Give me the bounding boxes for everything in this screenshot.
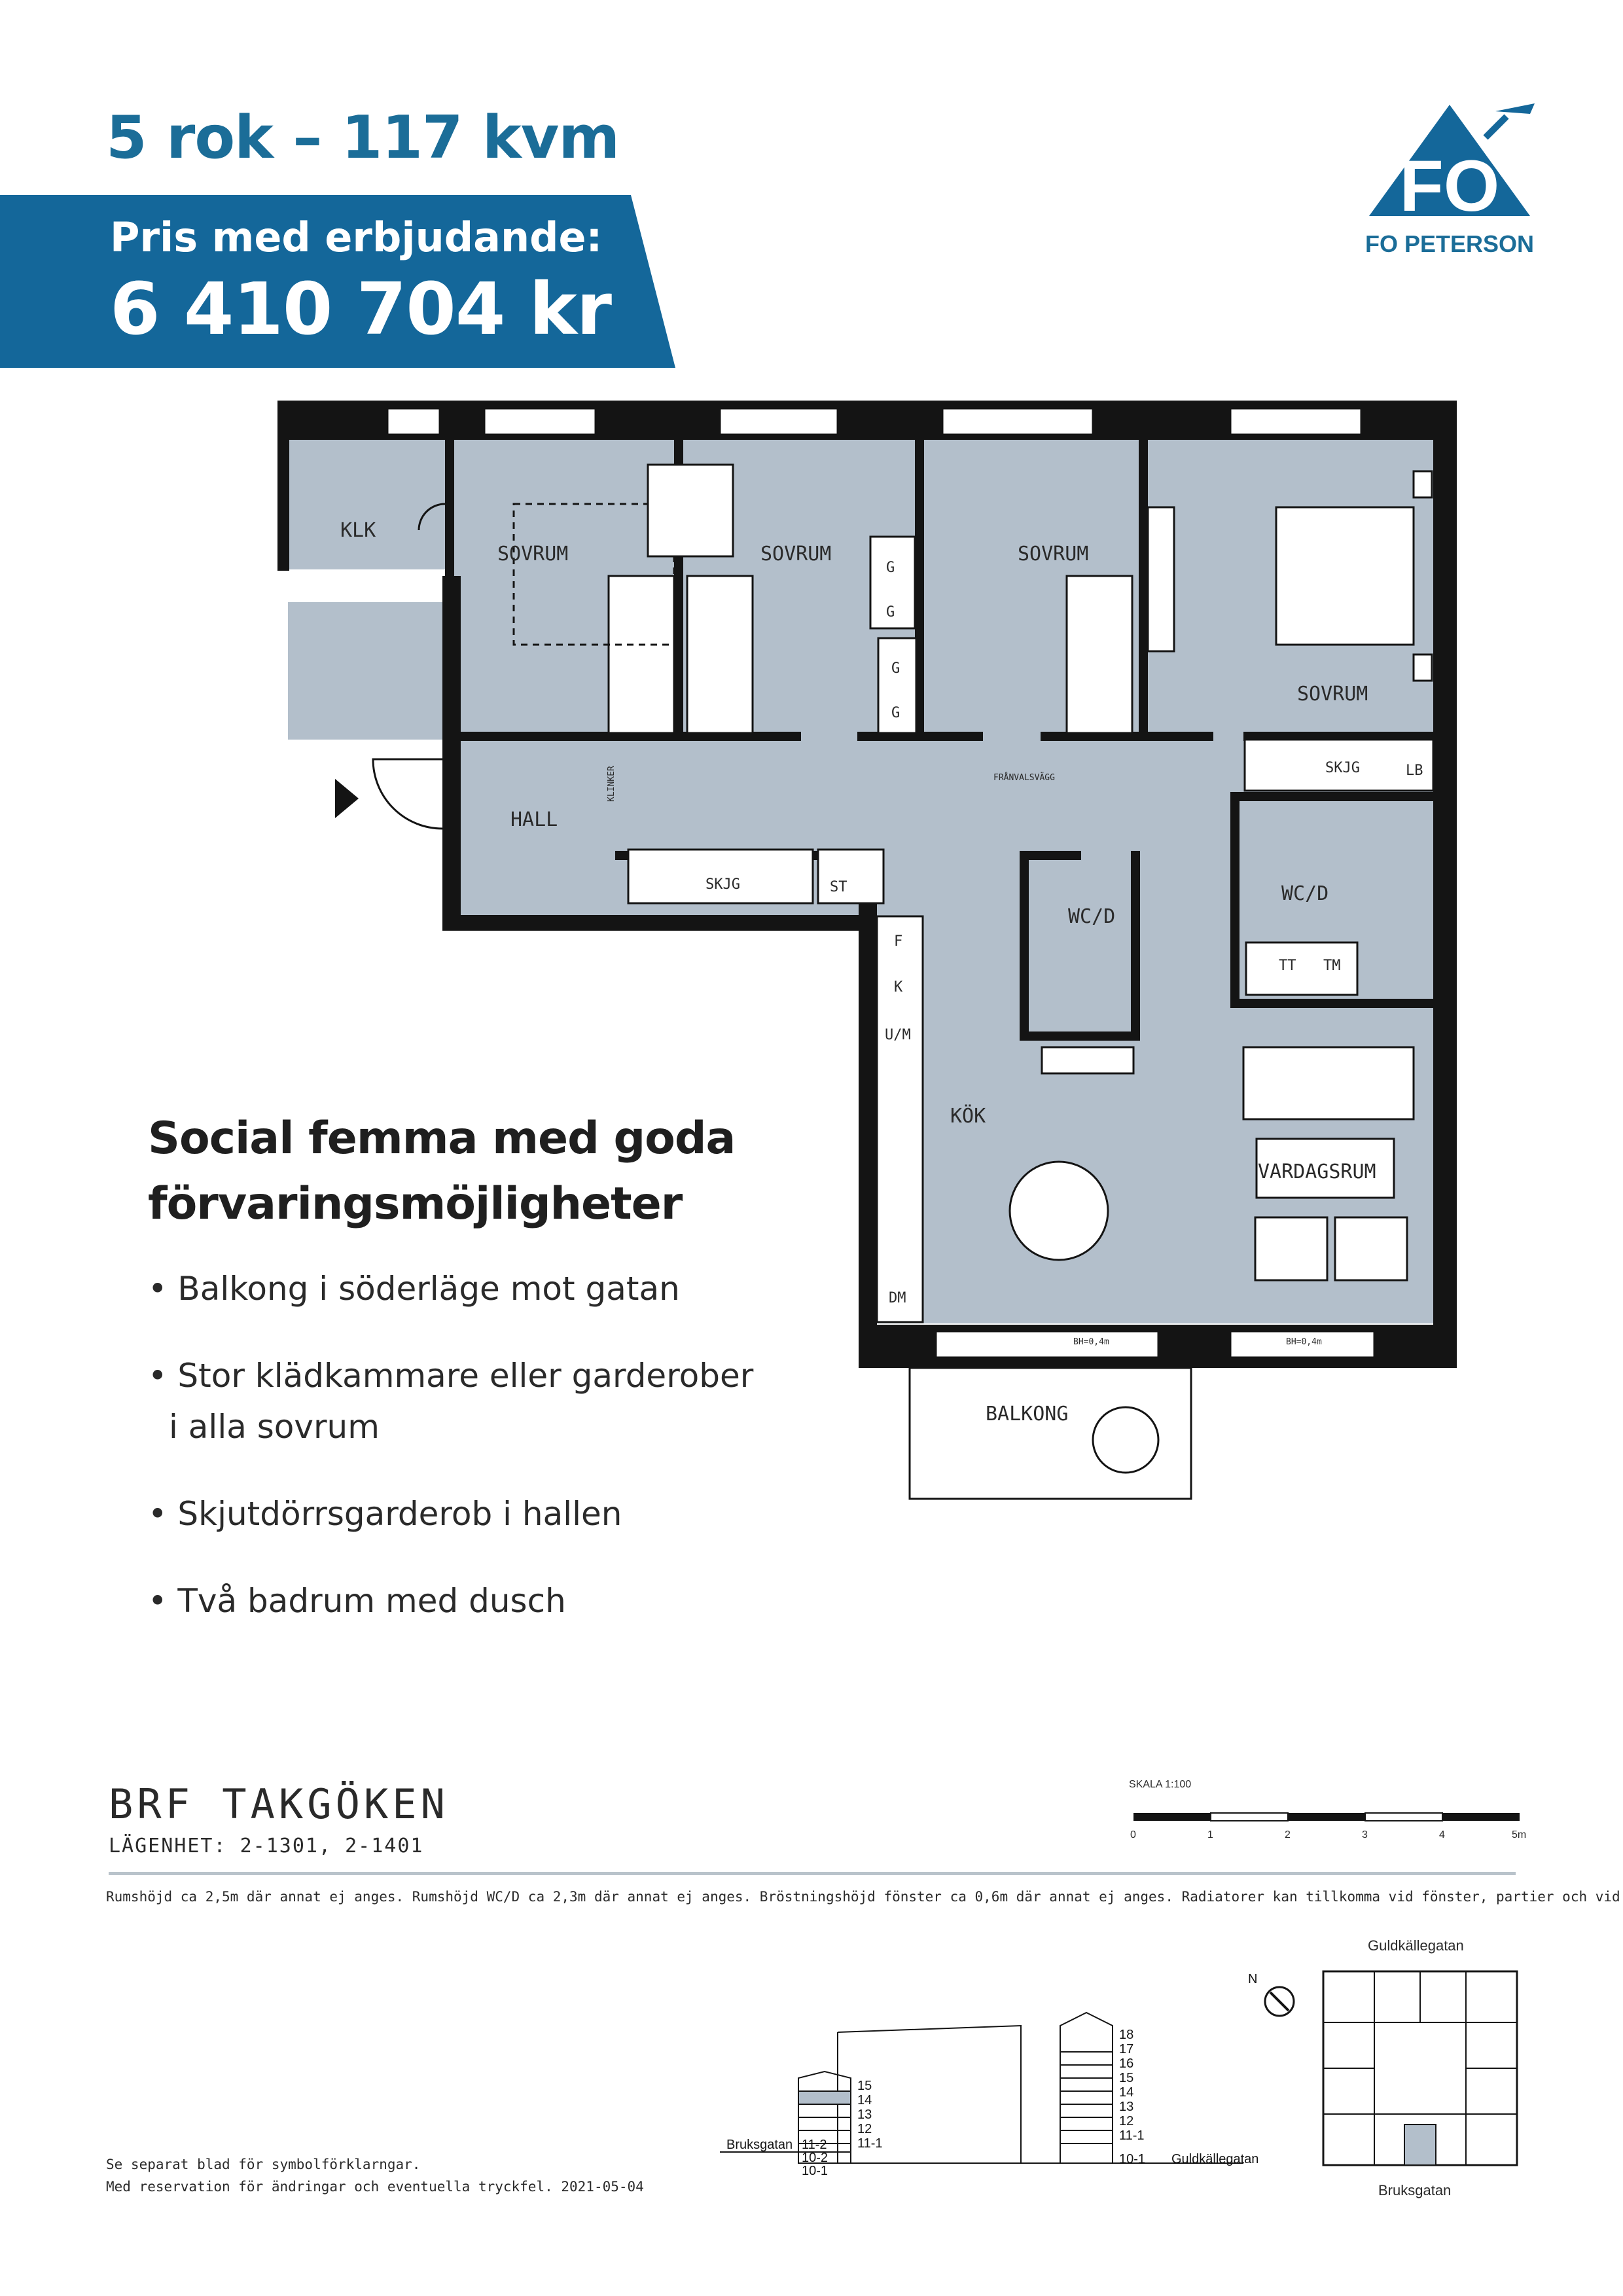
section-right-floor: 16 (1119, 2056, 1133, 2071)
section-right-floor: 15 (1119, 2071, 1133, 2085)
room-sovrum-3: SOVRUM (1018, 543, 1088, 565)
room-vardagsrum: VARDAGSRUM (1258, 1160, 1376, 1183)
site-street-bottom: Bruksgatan (1378, 2182, 1452, 2198)
north-label: N (1248, 1972, 1257, 1986)
label-st: ST (830, 879, 847, 895)
label-um: U/M (885, 1027, 911, 1043)
site-street-top: Guldkällegatan (1368, 1937, 1464, 1954)
scale-tick: 5m (1512, 1829, 1527, 1840)
floor-plan: KLK SOVRUM SOVRUM SOVRUM SOVRUM HALL WC/… (277, 401, 1457, 1500)
logo-name: FO PETERSON (1364, 230, 1535, 257)
section-right-floor: 14 (1119, 2085, 1133, 2100)
north-arrow-icon: N (1248, 1972, 1295, 2017)
label-bh-1: BH=0,4m (1073, 1337, 1109, 1347)
section-right-floor: 13 (1119, 2100, 1133, 2114)
label-skjg-hall: SKJG (705, 876, 740, 893)
section-left-level: 11-2 (802, 2138, 827, 2152)
room-klk: KLK (340, 519, 376, 542)
room-sovrum-4: SOVRUM (1297, 683, 1368, 706)
room-balkong: BALKONG (986, 1403, 1068, 1426)
label-tt: TT (1279, 958, 1296, 974)
feature-item: • Två badrum med dusch (148, 1582, 566, 1620)
height-note: Rumshöjd ca 2,5m där annat ej anges. Rum… (106, 1889, 1623, 1905)
apartment-headline: 5 rok – 117 kvm (106, 103, 620, 172)
section-right-floor: 11-1 (1119, 2128, 1145, 2143)
room-kok: KÖK (950, 1104, 986, 1128)
scale-tick: 4 (1439, 1829, 1445, 1840)
apartment-numbers: LÄGENHET: 2-1301, 2-1401 (109, 1835, 424, 1857)
room-sovrum-2: SOVRUM (760, 543, 831, 565)
footer-notes: Se separat blad för symbolförklarngar. M… (106, 2153, 644, 2198)
section-right-floor: 12 (1119, 2114, 1133, 2128)
label-skjg-sovrum: SKJG (1325, 760, 1360, 776)
section-left-floor: 15 (857, 2079, 872, 2093)
site-plan (1322, 1970, 1518, 2166)
section-left-level: 10-2 (802, 2151, 828, 2165)
features-title-line-2: förvaringsmöjligheter (148, 1178, 683, 1230)
scale-tick: 1 (1207, 1829, 1213, 1840)
price-banner (0, 195, 675, 368)
label-franvalsvagg: FRÅNVALSVÄGG (993, 772, 1055, 783)
feature-item: • Stor klädkammare eller garderober (148, 1357, 754, 1395)
label-bh-2: BH=0,4m (1286, 1337, 1322, 1347)
footer-note-line: Se separat blad för symbolförklarngar. (106, 2157, 421, 2172)
label-lb: LB (1406, 762, 1423, 779)
section-left-level: 10-1 (802, 2164, 828, 2178)
features-list: • Balkong i söderläge mot gatan • Stor k… (148, 1263, 868, 1662)
room-sovrum-1: SOVRUM (497, 543, 568, 565)
label-klinker: KLINKER (607, 766, 616, 802)
price-label: Pris med erbjudande: (110, 213, 603, 261)
label-g-3: G (891, 660, 900, 677)
features-title-line-1: Social femma med goda (148, 1113, 736, 1164)
building-section: 15 14 13 12 11-1 18 17 16 15 14 13 12 11… (720, 2011, 1258, 2178)
fo-peterson-logo: FO (1369, 103, 1535, 226)
section-right-street: Guldkällegatan (1171, 2152, 1258, 2166)
label-g-1: G (886, 560, 895, 576)
label-k: K (894, 979, 903, 996)
section-right-floor: 17 (1119, 2042, 1133, 2056)
entrance-arrow (335, 779, 359, 818)
section-right-floor: 18 (1119, 2028, 1133, 2042)
divider (109, 1872, 1516, 1875)
feature-item: • Balkong i söderläge mot gatan (148, 1270, 680, 1308)
price-value: 6 410 704 kr (110, 267, 612, 351)
scale-tick: 0 (1130, 1829, 1136, 1840)
section-left-floor: 12 (857, 2122, 872, 2136)
room-hall: HALL (510, 808, 558, 831)
label-f: F (894, 933, 902, 950)
label-tm: TM (1323, 958, 1341, 974)
section-left-floor: 14 (857, 2093, 872, 2108)
brf-name: BRF TAKGÖKEN (109, 1780, 449, 1828)
beds (607, 470, 1433, 734)
footer-note-line: Med reservation för ändringar och eventu… (106, 2179, 644, 2195)
section-left-floor: 11-1 (857, 2136, 883, 2151)
scale-bar (1133, 1812, 1520, 1821)
section-right-floor: 10-1 (1119, 2152, 1145, 2166)
room-wcd-1: WC/D (1068, 905, 1115, 928)
logo-mark: FO (1400, 146, 1500, 226)
label-dm: DM (889, 1290, 906, 1306)
feature-item: • Skjutdörrsgarderob i hallen (148, 1495, 622, 1533)
features-title: Social femma med goda förvaringsmöjlighe… (148, 1106, 736, 1237)
feature-item-continued: i alla sovrum (169, 1408, 380, 1446)
room-wcd-2: WC/D (1281, 882, 1329, 905)
scale-tick: 2 (1285, 1829, 1291, 1840)
section-left-street: Bruksgatan (726, 2138, 793, 2152)
section-left-floor: 13 (857, 2108, 872, 2122)
label-g-2: G (886, 604, 895, 620)
label-g-4: G (891, 705, 900, 721)
scale-label: SKALA 1:100 (1129, 1779, 1192, 1790)
scale-tick: 3 (1362, 1829, 1368, 1840)
